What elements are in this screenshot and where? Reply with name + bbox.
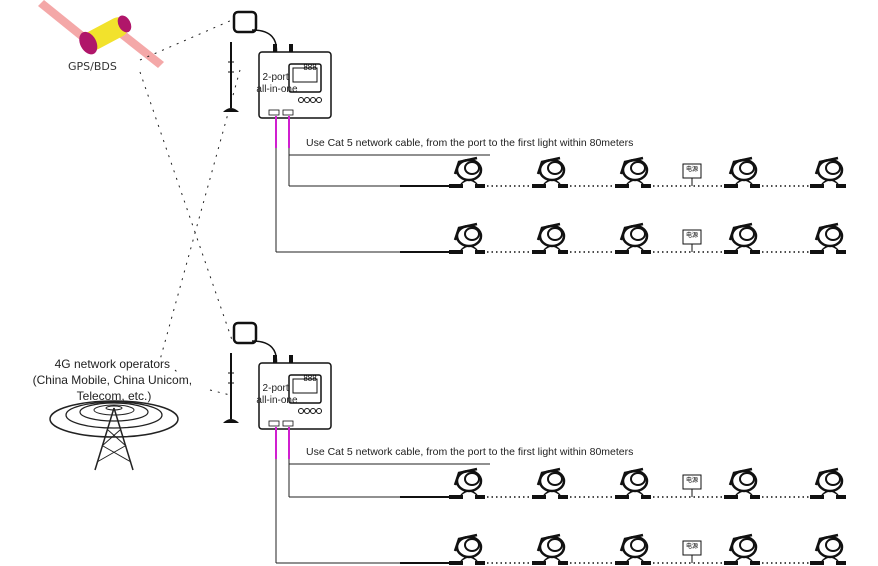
spotlight-icon xyxy=(613,467,653,501)
tower-label-line: (China Mobile, China Unicom, xyxy=(33,373,192,387)
satellite-icon xyxy=(38,0,164,68)
cell-tower-label: 4G network operators (China Mobile, Chin… xyxy=(33,357,196,403)
controller-label-line: 2-port xyxy=(263,383,289,394)
spotlight-icon xyxy=(613,533,653,566)
spotlight-icon xyxy=(722,467,762,501)
lamp-string: 电源 xyxy=(400,156,848,190)
spotlight-icon xyxy=(722,222,762,256)
controller-label: 2-port all-in-one xyxy=(256,72,298,95)
power-box-label: 电源 xyxy=(686,231,698,239)
lamp-string: 电源 xyxy=(400,467,848,501)
gps-antenna-icon xyxy=(232,321,258,345)
feed-lines xyxy=(275,459,490,564)
spotlight-icon xyxy=(808,222,848,256)
gps-antenna-icon xyxy=(232,10,258,34)
controller-label-line: all-in-one xyxy=(256,84,298,95)
spotlight-icon xyxy=(530,467,570,501)
lamp-string: 电源 xyxy=(400,533,848,566)
cable-note: Use Cat 5 network cable, from the port t… xyxy=(306,446,633,458)
controller-label-line: 2-port xyxy=(263,72,289,83)
spotlight-icon xyxy=(808,156,848,190)
wireless-links xyxy=(139,19,241,396)
cable-note: Use Cat 5 network cable, from the port t… xyxy=(306,137,633,149)
controller-label: 2-port all-in-one xyxy=(256,383,298,406)
satellite-label: GPS/BDS xyxy=(68,60,117,73)
lamp-string: 电源 xyxy=(400,222,848,256)
spotlight-icon xyxy=(447,222,487,256)
controller-group: 888 2-port all-in-one Use Cat 5 network … xyxy=(222,321,633,564)
4g-antenna-icon xyxy=(222,41,240,113)
spotlight-icon xyxy=(722,156,762,190)
power-box-label: 电源 xyxy=(686,542,698,550)
cell-tower-icon xyxy=(49,400,179,471)
spotlight-icon xyxy=(447,533,487,566)
spotlight-icon xyxy=(530,156,570,190)
controller-screen-text: 888 xyxy=(303,63,317,72)
spotlight-icon xyxy=(808,467,848,501)
spotlight-icon xyxy=(530,222,570,256)
controller-group: 888 2-port all-in-one Use Cat 5 network … xyxy=(222,10,633,253)
tower-label-line: 4G network operators xyxy=(55,357,170,371)
spotlight-icon xyxy=(613,156,653,190)
spotlight-icon xyxy=(530,533,570,566)
controller-screen-text: 888 xyxy=(303,374,317,383)
controller-label-line: all-in-one xyxy=(256,395,298,406)
power-box-label: 电源 xyxy=(686,165,698,173)
tower-label-line: Telecom, etc.) xyxy=(77,389,152,403)
spotlight-icon xyxy=(447,156,487,190)
spotlight-icon xyxy=(722,533,762,566)
4g-antenna-icon xyxy=(222,352,240,424)
power-box-label: 电源 xyxy=(686,476,698,484)
spotlight-icon xyxy=(613,222,653,256)
spotlight-icon xyxy=(447,467,487,501)
spotlight-icon xyxy=(808,533,848,566)
